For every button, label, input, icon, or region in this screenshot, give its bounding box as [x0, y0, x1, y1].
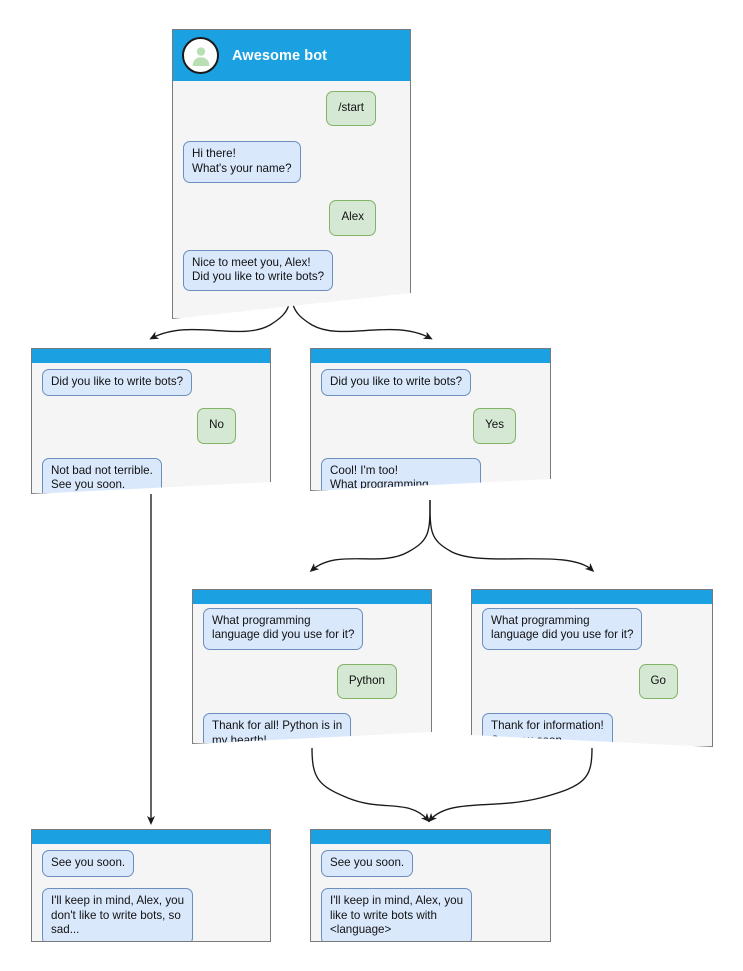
node-end-happy-body: See you soon. I'll keep in mind, Alex, y… — [310, 829, 551, 942]
message-row: /start — [183, 91, 400, 126]
node-end-sad[interactable]: See you soon. I'll keep in mind, Alex, y… — [31, 829, 271, 942]
message-row: Cool! I'm too! What programming language… — [321, 458, 540, 491]
node-root-chat: /start Hi there! What's your name? Alex … — [173, 91, 410, 291]
edge-yes-to-go — [429, 499, 595, 573]
message-row: Thank for information! See you soon. — [482, 713, 702, 747]
message-row: See you soon. — [42, 850, 260, 878]
node-python-branch-body: What programming language did you use fo… — [192, 589, 432, 744]
message-row: Did you like to write bots? — [42, 369, 260, 396]
message-row: Did you like to write bots? — [321, 369, 540, 396]
message-row: Thank for all! Python is in my hearth! S… — [203, 713, 421, 744]
node-yes-branch-chat: Did you like to write bots? Yes Cool! I'… — [311, 369, 550, 491]
message-row: Yes — [321, 408, 540, 443]
user-message-bubble[interactable]: Python — [337, 664, 397, 699]
message-row: Hi there! What's your name? — [183, 141, 400, 183]
node-end-happy-chat: See you soon. I'll keep in mind, Alex, y… — [311, 850, 550, 941]
node-header — [311, 349, 550, 363]
node-no-branch[interactable]: Did you like to write bots? No Not bad n… — [31, 348, 271, 494]
bot-message-bubble[interactable]: I'll keep in mind, Alex, you like to wri… — [321, 888, 473, 941]
message-row: See you soon. — [321, 850, 540, 878]
node-end-sad-body: See you soon. I'll keep in mind, Alex, y… — [31, 829, 271, 942]
node-go-branch-body: What programming language did you use fo… — [471, 589, 713, 747]
bot-message-bubble[interactable]: Cool! I'm too! What programming language… — [321, 458, 481, 491]
message-row: Not bad not terrible. See you soon. — [42, 458, 260, 494]
node-python-branch[interactable]: What programming language did you use fo… — [192, 589, 432, 744]
node-root-body: Awesome bot /start Hi there! What's your… — [172, 29, 411, 319]
node-python-branch-chat: What programming language did you use fo… — [193, 608, 431, 744]
node-header — [193, 590, 431, 604]
bot-message-bubble[interactable]: Did you like to write bots? — [42, 369, 192, 396]
bot-message-bubble[interactable]: Did you like to write bots? — [321, 369, 471, 396]
message-row: I'll keep in mind, Alex, you like to wri… — [321, 888, 540, 941]
user-message-bubble[interactable]: Yes — [473, 408, 516, 443]
node-yes-branch-body: Did you like to write bots? Yes Cool! I'… — [310, 348, 551, 491]
bot-message-bubble[interactable]: What programming language did you use fo… — [482, 608, 642, 650]
node-header — [32, 349, 270, 363]
node-header — [311, 830, 550, 844]
bot-message-bubble[interactable]: I'll keep in mind, Alex, you don't like … — [42, 888, 194, 941]
user-message-bubble[interactable]: Alex — [329, 200, 376, 235]
message-row: What programming language did you use fo… — [203, 608, 421, 650]
edge-python-to-end-happy — [311, 747, 431, 823]
message-row: Go — [482, 664, 702, 699]
node-header — [472, 590, 712, 604]
node-no-branch-chat: Did you like to write bots? No Not bad n… — [32, 369, 270, 494]
message-row: No — [42, 408, 260, 443]
node-go-branch[interactable]: What programming language did you use fo… — [471, 589, 713, 747]
message-row: Nice to meet you, Alex! Did you like to … — [183, 250, 400, 292]
edge-go-to-end-happy — [427, 747, 593, 823]
node-root-header: Awesome bot — [173, 30, 410, 81]
bot-title: Awesome bot — [232, 47, 328, 64]
bot-message-bubble[interactable]: Hi there! What's your name? — [183, 141, 301, 183]
node-root[interactable]: Awesome bot /start Hi there! What's your… — [172, 29, 411, 319]
node-end-happy[interactable]: See you soon. I'll keep in mind, Alex, y… — [310, 829, 551, 942]
person-avatar-icon — [182, 37, 219, 74]
node-go-branch-chat: What programming language did you use fo… — [472, 608, 712, 747]
user-message-bubble[interactable]: /start — [326, 91, 376, 126]
message-row: Python — [203, 664, 421, 699]
node-no-branch-body: Did you like to write bots? No Not bad n… — [31, 348, 271, 494]
node-end-sad-chat: See you soon. I'll keep in mind, Alex, y… — [32, 850, 270, 941]
user-message-bubble[interactable]: Go — [639, 664, 678, 699]
bot-message-bubble[interactable]: See you soon. — [42, 850, 135, 878]
node-header — [32, 830, 270, 844]
bot-message-bubble[interactable]: Thank for all! Python is in my hearth! S… — [203, 713, 351, 744]
bot-message-bubble[interactable]: Nice to meet you, Alex! Did you like to … — [183, 250, 333, 292]
bot-message-bubble[interactable]: See you soon. — [321, 850, 414, 878]
bot-message-bubble[interactable]: What programming language did you use fo… — [203, 608, 363, 650]
bot-message-bubble[interactable]: Thank for information! See you soon. — [482, 713, 613, 747]
bot-message-bubble[interactable]: Not bad not terrible. See you soon. — [42, 458, 162, 494]
message-row: I'll keep in mind, Alex, you don't like … — [42, 888, 260, 941]
message-row: What programming language did you use fo… — [482, 608, 702, 650]
node-yes-branch[interactable]: Did you like to write bots? Yes Cool! I'… — [310, 348, 551, 491]
message-row: Alex — [183, 200, 400, 235]
edge-yes-to-python — [309, 499, 431, 572]
user-message-bubble[interactable]: No — [197, 408, 236, 443]
